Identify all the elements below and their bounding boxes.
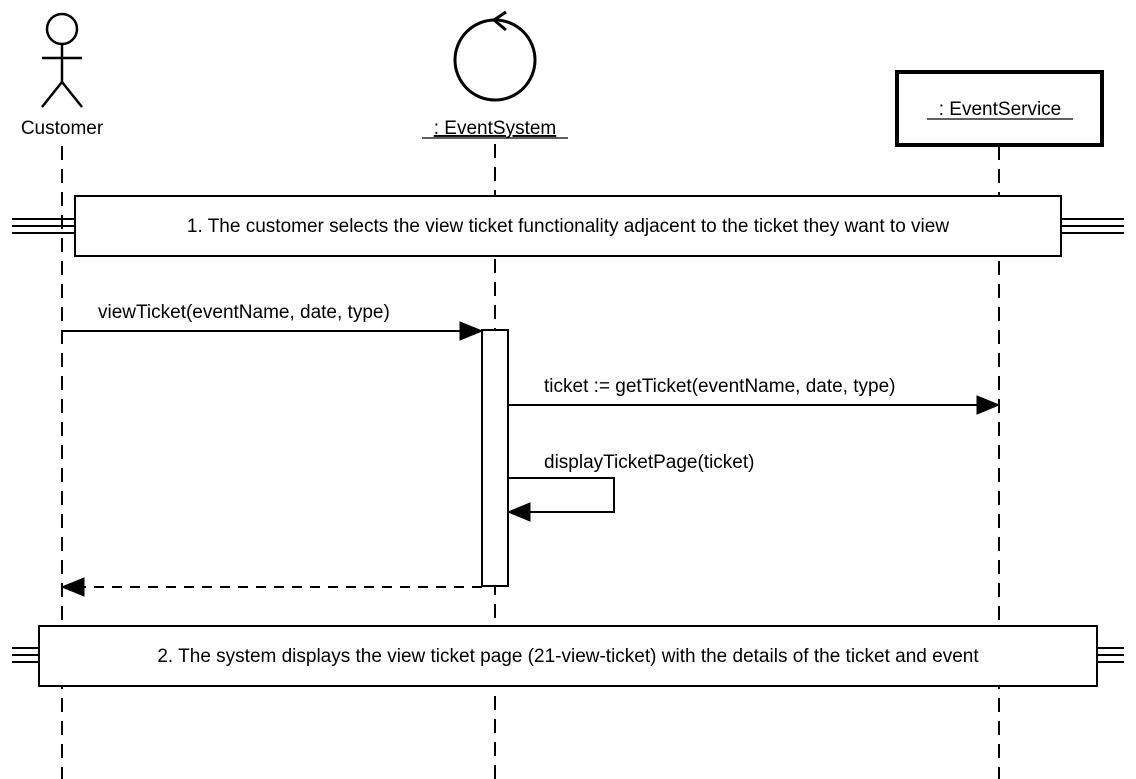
control-icon <box>453 10 537 102</box>
event-service-box <box>895 70 1104 147</box>
arrowhead-icon <box>60 577 85 597</box>
step1-note: 1. The customer selects the view ticket … <box>12 195 1124 257</box>
message-get-ticket: ticket := getTicket(eventName, date, typ… <box>508 376 1001 415</box>
message-view-ticket: viewTicket(eventName, date, type) <box>62 302 484 341</box>
arrowhead-icon <box>976 395 1001 415</box>
step1-text: 1. The customer selects the view ticket … <box>187 216 949 237</box>
message-return <box>60 577 482 597</box>
step2-note: 2. The system displays the view ticket p… <box>12 625 1124 687</box>
customer-label: Customer <box>21 118 104 139</box>
arrowhead-icon <box>506 502 531 522</box>
event-system-label: : EventSystem <box>434 118 557 139</box>
event-service-label: : EventService <box>939 99 1062 120</box>
message-display-ticket-page-label: displayTicketPage(ticket) <box>544 452 754 473</box>
message-view-ticket-label: viewTicket(eventName, date, type) <box>98 302 390 323</box>
arrowhead-icon <box>459 321 484 341</box>
event-system-activation <box>481 329 509 587</box>
customer-actor-icon <box>41 12 83 108</box>
message-get-ticket-label: ticket := getTicket(eventName, date, typ… <box>544 376 895 397</box>
message-display-ticket-page: displayTicketPage(ticket) <box>506 452 754 522</box>
step2-text: 2. The system displays the view ticket p… <box>157 646 979 667</box>
